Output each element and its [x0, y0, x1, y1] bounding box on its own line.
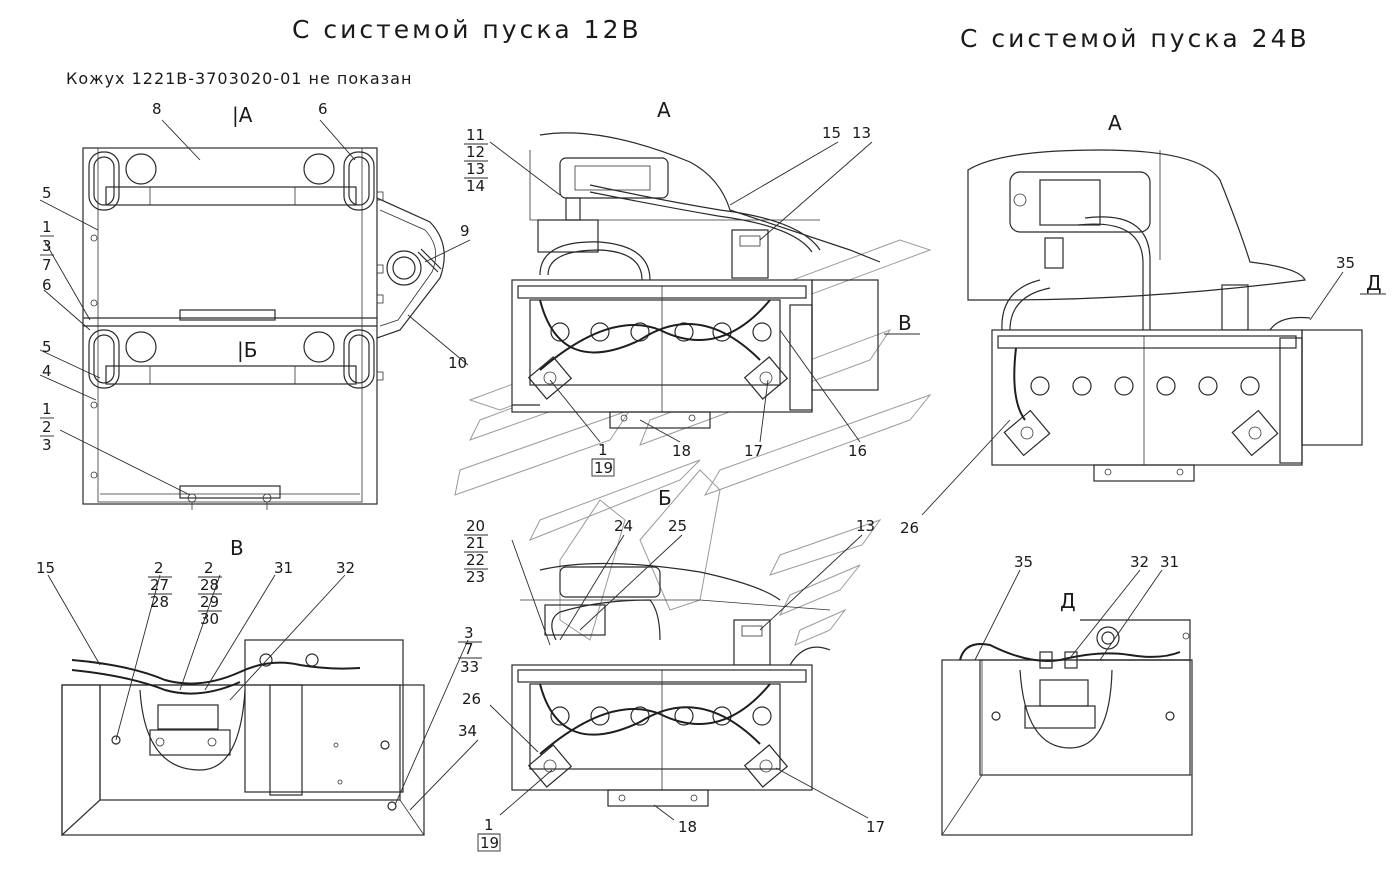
pos-15: 15 [822, 124, 841, 142]
pos-2-c: 2 [154, 559, 164, 577]
pos-18: 18 [672, 442, 691, 460]
pos-14: 14 [466, 177, 485, 195]
pos-32-b: 32 [1130, 553, 1149, 571]
pos-1-c: 1 [598, 441, 608, 459]
pos-7: 7 [42, 256, 52, 274]
pos-13-c: 13 [856, 517, 875, 535]
view-label-a-right: А [1108, 111, 1122, 135]
pos-15-b: 15 [36, 559, 55, 577]
pos-1: 1 [42, 218, 52, 236]
pos-35: 35 [1336, 254, 1355, 272]
pos-5: 5 [42, 184, 52, 202]
view-mark-d: Д [1366, 271, 1382, 295]
mid-view-b [511, 562, 831, 807]
pos-28: 28 [150, 593, 169, 611]
pos-27: 27 [150, 576, 169, 594]
pos-19: 19 [594, 459, 613, 477]
note-cover: Кожух 1221В-3703020-01 не показан [66, 69, 412, 88]
pos-6: 6 [318, 100, 328, 118]
pos-1-b: 1 [42, 400, 52, 418]
pos-29: 29 [200, 593, 219, 611]
title-24v: С системой пуска 24В [960, 24, 1310, 53]
pos-9: 9 [460, 222, 470, 240]
pos-18-b: 18 [678, 818, 697, 836]
pos-3-c: 3 [464, 624, 474, 642]
pos-12: 12 [466, 143, 485, 161]
pos-21: 21 [466, 534, 485, 552]
pos-26-b: 26 [900, 519, 919, 537]
pos-28-b: 28 [200, 576, 219, 594]
pos-22: 22 [466, 551, 485, 569]
pos-3: 3 [42, 237, 52, 255]
pos-6-b: 6 [42, 276, 52, 294]
title-12v: С системой пуска 12В [292, 15, 642, 44]
view-title-v: В [230, 536, 244, 560]
fraction-marks [40, 143, 1386, 852]
view-label-b-left: |Б [237, 338, 257, 362]
pos-10: 10 [448, 354, 467, 372]
view-title-d: Д [1060, 589, 1076, 613]
pos-13-b: 13 [852, 124, 871, 142]
view-label-a-mid: А [657, 98, 671, 122]
pos-31: 31 [274, 559, 293, 577]
pos-16: 16 [848, 442, 867, 460]
pos-11: 11 [466, 126, 485, 144]
leader-lines [39, 119, 1344, 821]
pos-13: 13 [466, 160, 485, 178]
pos-19-b: 19 [480, 834, 499, 852]
view-label-a-left: |А [232, 103, 253, 127]
view-d [941, 619, 1193, 836]
pos-32: 32 [336, 559, 355, 577]
pos-17: 17 [744, 442, 763, 460]
pos-17-b: 17 [866, 818, 885, 836]
pos-8: 8 [152, 100, 162, 118]
left-view-panel [82, 147, 445, 510]
pos-4: 4 [42, 362, 52, 380]
pos-31-b: 31 [1160, 553, 1179, 571]
pos-24: 24 [614, 517, 633, 535]
right-view-a [967, 149, 1363, 482]
pos-7-b: 7 [464, 640, 474, 658]
pos-33: 33 [460, 658, 479, 676]
pos-35-b: 35 [1014, 553, 1033, 571]
pos-5-b: 5 [42, 338, 52, 356]
view-mark-v: В [898, 311, 912, 335]
pos-2-d: 2 [204, 559, 214, 577]
mid-view-a [511, 132, 881, 429]
pos-3-b: 3 [42, 436, 52, 454]
pos-2: 2 [42, 418, 52, 436]
pos-20: 20 [466, 517, 485, 535]
pos-26: 26 [462, 690, 481, 708]
pos-30: 30 [200, 610, 219, 628]
pos-23: 23 [466, 568, 485, 586]
pos-1-d: 1 [484, 816, 494, 834]
pos-34: 34 [458, 722, 477, 740]
view-label-b-mid: Б [658, 486, 672, 510]
pos-25: 25 [668, 517, 687, 535]
